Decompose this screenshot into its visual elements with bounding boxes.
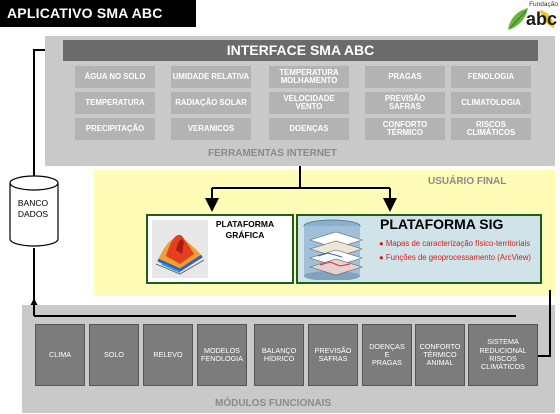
map-layers-icon bbox=[303, 219, 364, 280]
bullet-icon: ● bbox=[379, 239, 384, 248]
sig-platform-title: PLATAFORMA SIG bbox=[380, 216, 504, 232]
interface-header: INTERFACE SMA ABC bbox=[63, 40, 538, 61]
tool-umidade-relativa[interactable]: UMIDADE RELATIVA bbox=[171, 66, 251, 88]
tool-climatologia[interactable]: CLIMATOLOGIA bbox=[451, 92, 531, 114]
sig-item-geoprocessing: ● Funções de geoprocessamento (ArcView) bbox=[379, 253, 531, 262]
tool-veranicos[interactable]: VERANICOS bbox=[171, 118, 251, 140]
app-title: APLICATIVO SMA ABC bbox=[7, 5, 163, 21]
leaf-icon bbox=[508, 8, 554, 30]
tool-precipitacao[interactable]: PRECIPITAÇÃO bbox=[75, 118, 155, 140]
user-area-label: USUÁRIO FINAL bbox=[428, 176, 507, 187]
logo-text: abc bbox=[526, 9, 558, 29]
module-solo[interactable]: SOLO bbox=[89, 324, 139, 386]
module-relevo[interactable]: RELEVO bbox=[143, 324, 193, 386]
title-bar: APLICATIVO SMA ABC bbox=[0, 0, 196, 27]
database-icon bbox=[9, 175, 59, 247]
module-clima[interactable]: CLIMA bbox=[35, 324, 85, 386]
database-label: BANCO DADOS bbox=[17, 198, 49, 219]
tool-doencas[interactable]: DOENÇAS bbox=[269, 118, 349, 140]
tool-pragas[interactable]: PRAGAS bbox=[365, 66, 445, 88]
internet-tools-label: FERRAMENTAS INTERNET bbox=[208, 148, 337, 159]
tool-radiacao-solar[interactable]: RADIAÇÃO SOLAR bbox=[171, 92, 251, 114]
sig-platform-box[interactable] bbox=[296, 214, 542, 284]
logo-label: Fundação bbox=[529, 1, 558, 8]
fundacao-abc-logo: Fundação abc bbox=[504, 1, 558, 35]
functional-modules-label: MÓDULOS FUNCIONAIS bbox=[215, 398, 332, 409]
sig-item-maps: ● Mapas de caracterização físico-territo… bbox=[379, 239, 531, 248]
graphic-platform-label: PLATAFORMA GRÁFICA bbox=[215, 219, 275, 240]
tool-temperatura[interactable]: TEMPERATURA bbox=[75, 92, 155, 114]
tool-fenologia[interactable]: FENOLOGIA bbox=[451, 66, 531, 88]
bullet-icon: ● bbox=[379, 253, 384, 262]
surface-plot-icon bbox=[152, 220, 208, 278]
graphic-platform-box[interactable] bbox=[146, 214, 294, 284]
interface-title: INTERFACE SMA ABC bbox=[226, 42, 375, 58]
tool-agua-no-solo[interactable]: ÁGUA NO SOLO bbox=[75, 66, 155, 88]
